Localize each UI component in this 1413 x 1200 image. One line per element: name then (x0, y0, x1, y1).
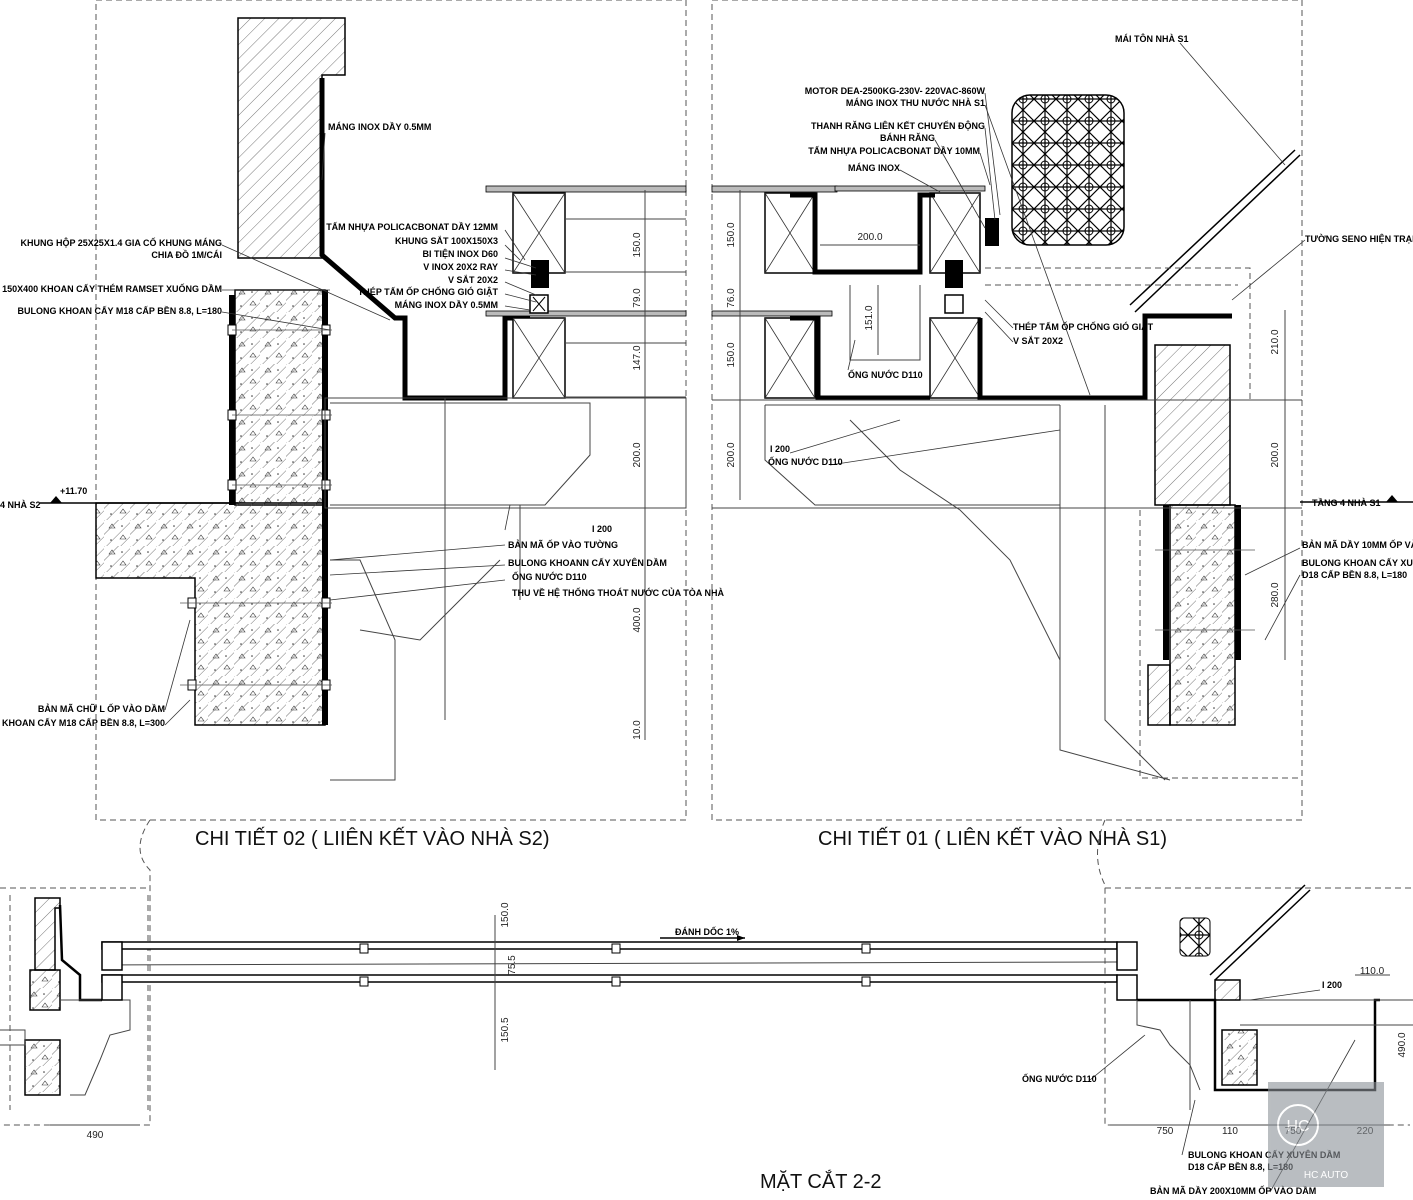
label-level: +11.70 (60, 486, 87, 496)
label-bolt-through: BULONG KHOANN CẤY XUYÊN DẦM (508, 557, 667, 568)
label-gutter2: MÁNG INOX DẦY 0.5MM (395, 300, 498, 310)
dim-l-4: 200.0 (632, 442, 643, 467)
label-wheel: BI TIỆN INOX D60 (422, 248, 498, 259)
dim-s-6: 110 (1222, 1126, 1238, 1137)
label-bolt-d18: BULONG KHOAN CẤY XUYÊN (1302, 557, 1413, 568)
label-slope: ĐÁNH DỐC 1% (675, 926, 739, 937)
label-frame-box-1: KHUNG HỘP 25X25X1.4 GIA CỐ KHUNG MÁNG (20, 237, 222, 248)
dim-l-5: 400.0 (632, 607, 643, 632)
detail-02: 150.0 79.0 147.0 200.0 400.0 10.0 (0, 0, 724, 821)
label-pipe-r: ỐNG NƯỚC D110 (848, 369, 923, 380)
dim-r-4: 200.0 (726, 442, 737, 467)
label-column-new: G ĐỖ MỚI 150X400 KHOAN CẤY THÉM RAMSET X… (0, 283, 222, 294)
label-gutter-inox: MÁNG INOX (848, 163, 900, 173)
label-poly10: TẤM NHỰA POLICACBONAT DẦY 10MM (808, 146, 980, 156)
dim-l-6: 10.0 (632, 720, 643, 740)
label-plate-wall: BẢN MÃ ỐP VÀO TƯỜNG (508, 539, 618, 550)
dim-r-6: 151.0 (864, 305, 875, 330)
watermark-logo: HC HC AUTO (1268, 1082, 1384, 1187)
label-pipe2-r: ỐNG NƯỚC D110 (768, 456, 843, 467)
label-v-inox: V INOX 20X2 RAY (423, 262, 498, 272)
label-bolt1-s: BULONG KHOAN CẤY XUYÊN DẦM (1188, 1149, 1340, 1160)
dim-r-7: 210.0 (1270, 329, 1281, 354)
label-i200: I 200 (592, 524, 612, 534)
dim-s-10: 490.0 (1397, 1032, 1408, 1057)
label-drain: THU VỀ HỆ THỐNG THOÁT NƯỚC CỦA TÒA NHÀ (512, 587, 724, 598)
label-gutter-s1: MÁNG INOX THU NƯỚC NHÀ S1 (846, 97, 985, 108)
label-bolt-m18: BULONG KHOAN CẤY M18 CẤP BỀN 8.8, L=180 (18, 306, 222, 316)
dim-r-2: 76.0 (726, 288, 737, 308)
label-plate10: BẢN MÃ DẦY 10MM ỐP VÀO (1302, 539, 1413, 550)
dim-s-9: 110.0 (1360, 966, 1385, 977)
label-wall: TƯỜNG SENO HIỆN TRẠNG (1305, 233, 1413, 244)
dim-s-4: 490 (87, 1130, 104, 1141)
label-plate-s: BẢN MÃ DẦY 200X10MM ỐP VÀO DẦM (1150, 1185, 1316, 1196)
label-floor-s1: TẦNG 4 NHÀ S1 (1312, 498, 1381, 508)
dim-s-2: 75.5 (507, 955, 518, 975)
label-motor: MOTOR DEA-2500KG-230V- 220VAC-860W (805, 86, 986, 96)
dim-r-9: 280.0 (1270, 582, 1281, 607)
title-detail-02: CHI TIẾT 02 ( LIIÊN KẾT VÀO NHÀ S2) (195, 827, 550, 850)
label-bolt2-s: D18 CẤP BỀN 8.8, L=180 (1188, 1162, 1293, 1172)
label-roof: MÁI TÔN NHÀ S1 (1115, 33, 1189, 44)
label-poly12: TẤM NHỰA POLICACBONAT DẦY 12MM (326, 222, 498, 232)
label-pipe: ỐNG NƯỚC D110 (512, 571, 587, 582)
title-section: MẶT CẮT 2-2 (760, 1169, 882, 1193)
label-gear: BÁNH RĂNG (880, 133, 935, 143)
label-rack: THANH RĂNG LIÊN KẾT CHUYỂN ĐỘNG (811, 120, 985, 131)
label-frame-box-2: CHIA ĐỒ 1M/CÁI (151, 249, 222, 260)
label-pipe-s: ỐNG NƯỚC D110 (1022, 1073, 1097, 1084)
label-floor-s2: 4 NHÀ S2 (0, 500, 41, 510)
section-2-2: 150.0 75.5 150.5 490 750 110 750 220 110… (0, 884, 1413, 1196)
dim-l-2: 79.0 (632, 288, 643, 308)
dim-r-3: 150.0 (726, 342, 737, 367)
dim-s-3: 150.5 (500, 1017, 511, 1042)
label-steel-frame: KHUNG SẮT 100X150X3 (395, 236, 498, 246)
watermark-text: HC AUTO (1304, 1170, 1348, 1181)
svg-text:HC: HC (1286, 1118, 1309, 1135)
label-bolt-L: G KHOAN CẤY M18 CẤP BỀN 8.8, L=300 (0, 718, 165, 728)
dim-l-3: 147.0 (632, 345, 643, 370)
label-v-steel: V SẮT 20X2 (448, 275, 498, 285)
label-wind-plate: THÉP TẤM ỐP CHỐNG GIÓ GIẬT (358, 286, 499, 297)
label-wind-plate-r: THÉP TẤM ỐP CHỐNG GIÓ GIẬT (1013, 321, 1154, 332)
dim-s-1: 150.0 (500, 902, 511, 927)
detail-01: 150.0 76.0 150.0 200.0 200.0 151.0 210.0… (711, 0, 1413, 821)
label-bolt-d18b: D18 CẤP BỀN 8.8, L=180 (1302, 570, 1407, 580)
label-gutter: MÁNG INOX DẦY 0.5MM (328, 122, 431, 132)
dim-s-5: 750 (1157, 1126, 1174, 1137)
dim-l-1: 150.0 (632, 232, 643, 257)
dim-r-5: 200.0 (857, 232, 882, 243)
label-i200-s: I 200 (1322, 980, 1342, 990)
dim-r-8: 200.0 (1270, 442, 1281, 467)
title-detail-01: CHI TIẾT 01 ( LIÊN KẾT VÀO NHÀ S1) (818, 827, 1167, 850)
label-plate-L: BẢN MÃ CHỮ L ỐP VÀO DẦM (38, 703, 165, 714)
dim-r-1: 150.0 (726, 222, 737, 247)
label-i200-r: I 200 (770, 444, 790, 454)
label-v-steel-r: V SẮT 20X2 (1013, 336, 1063, 346)
